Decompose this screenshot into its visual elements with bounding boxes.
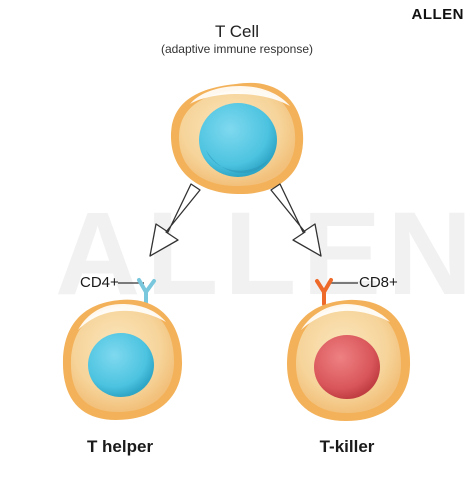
t-killer-label: T-killer (319, 437, 375, 456)
t-killer-nucleus (314, 335, 380, 399)
t-helper-nucleus (88, 333, 154, 397)
cd8-receptor (315, 278, 358, 306)
arrow-to-killer (270, 183, 322, 257)
t-cell-top-nucleus (199, 103, 277, 177)
cd8-label: CD8+ (359, 274, 398, 291)
cd4-receptor (118, 278, 156, 306)
watermark-allen: ALLEN (55, 188, 474, 320)
t-killer-cell (287, 299, 411, 421)
t-cell-top (170, 82, 304, 195)
arrow-to-helper (149, 183, 201, 257)
diagram-title: T Cell (214, 22, 260, 41)
brand-logo: ALLEN (411, 6, 464, 23)
t-helper-label: T helper (86, 437, 154, 456)
cd4-label: CD4+ (80, 274, 119, 291)
diagram-subtitle: (adaptive immune response) (160, 42, 314, 56)
t-helper-cell (62, 299, 183, 420)
